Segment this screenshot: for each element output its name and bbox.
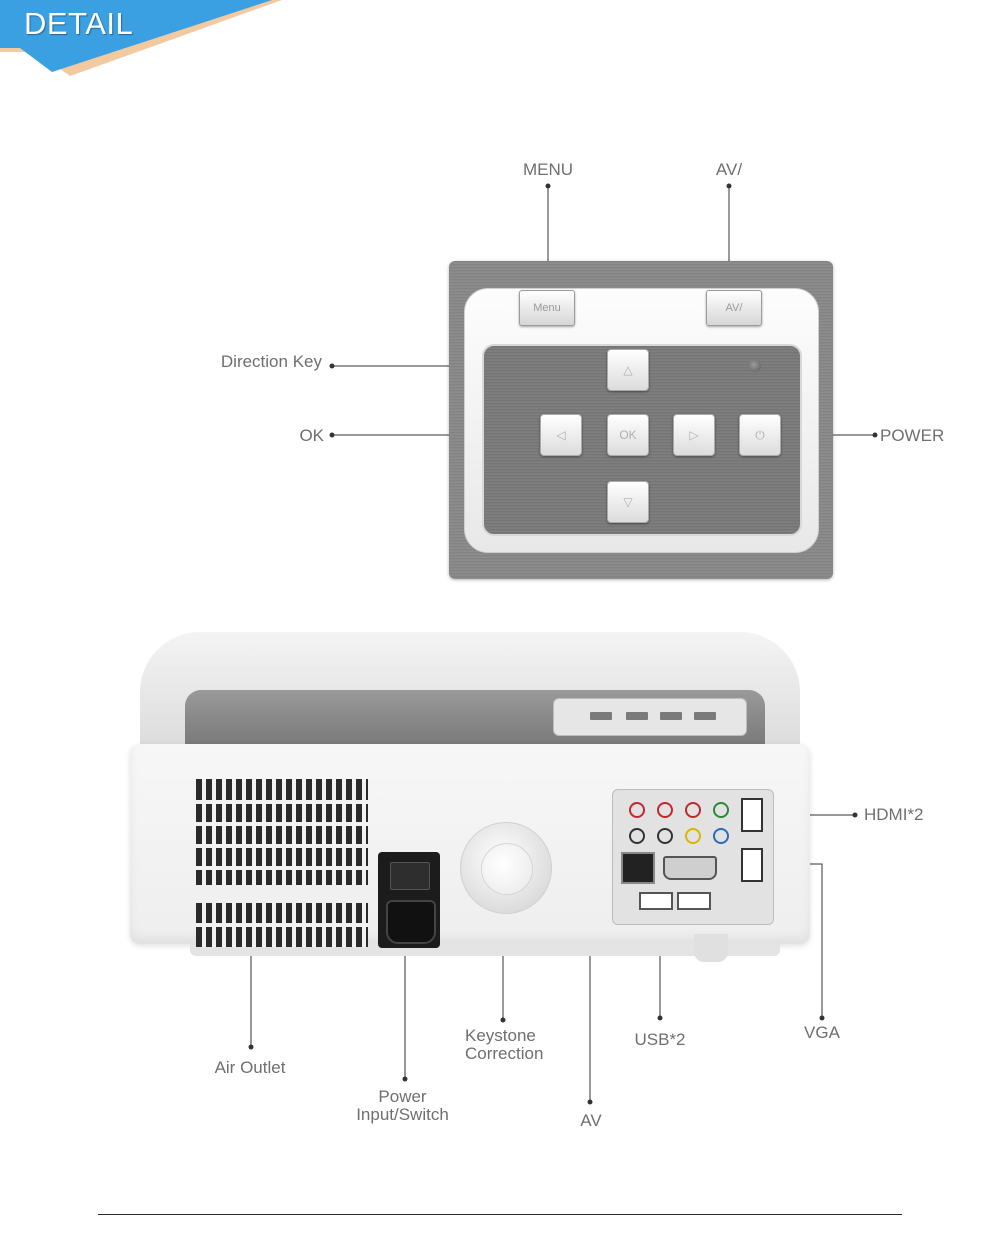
ok-key: OK	[607, 414, 649, 456]
rca-port	[685, 828, 701, 844]
rca-port	[629, 828, 645, 844]
keystone-correction-knob	[460, 822, 552, 914]
usb-label: USB*2	[634, 1030, 686, 1049]
keystone-label-line1: Keystone	[465, 1026, 536, 1045]
up-arrow-key: △	[607, 349, 649, 391]
right-arrow-key: ▷	[673, 414, 715, 456]
av-port	[621, 852, 655, 884]
rca-port	[713, 802, 729, 818]
detail-banner	[0, 0, 282, 76]
left-arrow-key: ◁	[540, 414, 582, 456]
projector-foot	[694, 934, 728, 962]
power-key: ⏻	[739, 414, 781, 456]
vga-port	[663, 856, 717, 880]
hdmi-port	[741, 798, 763, 832]
projector-mini-keypad	[553, 698, 747, 736]
av-port-label: AV	[580, 1111, 602, 1130]
down-arrow-key: ▽	[607, 481, 649, 523]
hdmi-port	[741, 848, 763, 882]
direction-key-label: Direction Key	[220, 352, 322, 371]
vga-label: VGA	[804, 1023, 840, 1042]
power-label: POWER	[880, 426, 945, 445]
rca-port	[629, 802, 645, 818]
keystone-label-line2: Correction	[465, 1044, 544, 1063]
banner-title: DETAIL	[24, 6, 134, 41]
power-input-label-line1: Power	[378, 1087, 427, 1106]
control-panel-closeup: Menu AV/ △ ◁ OK ▷ ⏻ ▽	[449, 261, 833, 579]
av-label: AV/	[715, 160, 743, 179]
usb-port	[677, 892, 711, 910]
rca-port	[657, 802, 673, 818]
menu-key: Menu	[519, 290, 575, 326]
av-key: AV/	[706, 290, 762, 326]
air-outlet-label: Air Outlet	[214, 1058, 286, 1077]
rca-port	[657, 828, 673, 844]
io-port-panel	[612, 789, 774, 925]
bottom-divider	[98, 1214, 902, 1215]
power-socket	[386, 900, 436, 944]
usb-port	[639, 892, 673, 910]
rca-port	[685, 802, 701, 818]
hdmi-label: HDMI*2	[864, 805, 924, 824]
power-input-label-line2: Input/Switch	[356, 1105, 449, 1124]
indicator-led	[749, 360, 761, 372]
menu-label: MENU	[522, 160, 574, 179]
ok-label: OK	[299, 426, 324, 445]
power-input-switch	[378, 852, 440, 948]
power-switch	[390, 862, 430, 890]
rca-port	[713, 828, 729, 844]
